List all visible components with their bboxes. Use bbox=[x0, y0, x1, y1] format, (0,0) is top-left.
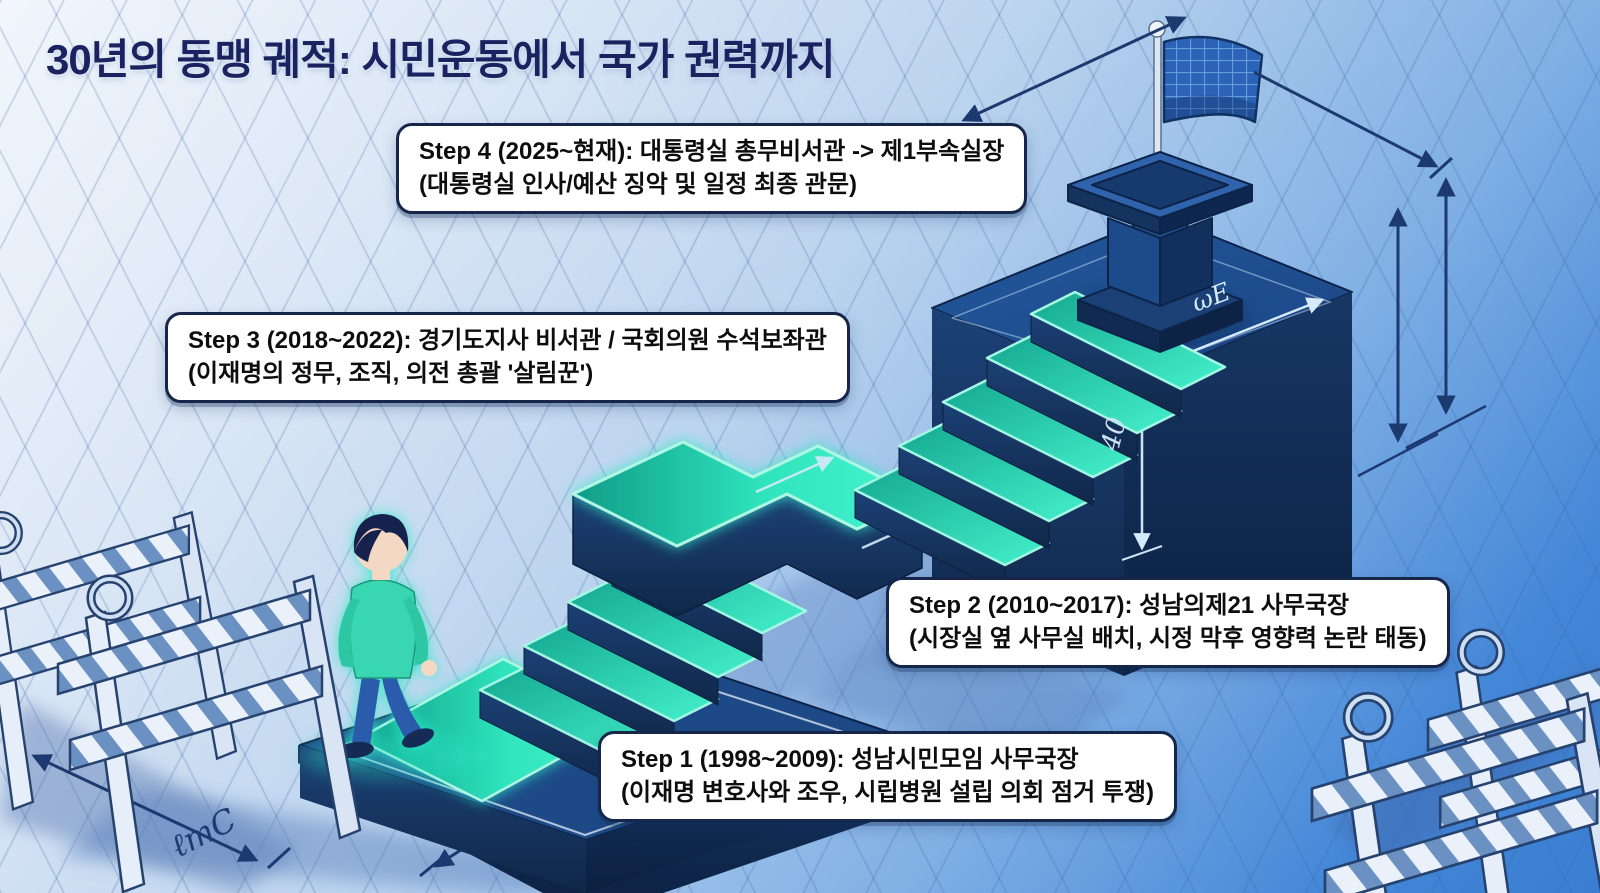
blueprint-dimension-arrows bbox=[961, 16, 1487, 478]
step-1-detail: (이재명 변호사와 조우, 시립병원 설립 의회 점거 투쟁) bbox=[621, 779, 1155, 807]
podium bbox=[1067, 151, 1253, 353]
step-3-heading: Step 3 (2018~2022): 경기도지사 비서관 / 국회의원 수석보… bbox=[188, 327, 827, 354]
step-2-heading: Step 2 (2010~2017): 성남의제21 사무국장 bbox=[909, 592, 1350, 619]
step-4-heading: Step 4 (2025~현재): 대통령실 총무비서관 -> 제1부속실장 bbox=[419, 138, 1005, 165]
person-figure bbox=[300, 514, 484, 778]
step-2-detail: (시장실 옆 사무실 배치, 시정 막후 영향력 논란 태동) bbox=[909, 625, 1427, 653]
step-4-detail: (대통령실 인사/예산 징악 및 일정 최종 관문) bbox=[419, 171, 858, 199]
callout-step-3: Step 3 (2018~2022): 경기도지사 비서관 / 국회의원 수석보… bbox=[165, 312, 850, 404]
callout-step-2: Step 2 (2010~2017): 성남의제21 사무국장 (시장실 옆 사… bbox=[886, 577, 1450, 669]
dimension-arrow-top bbox=[961, 16, 1187, 122]
path-arrow-landing-1 bbox=[755, 456, 835, 494]
callout-step-4: Step 4 (2025~현재): 대통령실 총무비서관 -> 제1부속실장 (… bbox=[396, 123, 1028, 215]
page-title: 30년의 동맹 궤적: 시민운동에서 국가 권력까지 bbox=[46, 36, 836, 83]
dimension-arrow-flag bbox=[1253, 70, 1439, 168]
callout-step-1: Step 1 (1998~2009): 성남시민모임 사무국장 (이재명 변호사… bbox=[598, 731, 1178, 823]
step-3-detail: (이재명의 정무, 조직, 의전 총괄 '살림꾼') bbox=[188, 360, 594, 388]
step-1-heading: Step 1 (1998~2009): 성남시민모임 사무국장 bbox=[621, 746, 1079, 773]
dimension-arrow-platform-left bbox=[31, 754, 259, 862]
